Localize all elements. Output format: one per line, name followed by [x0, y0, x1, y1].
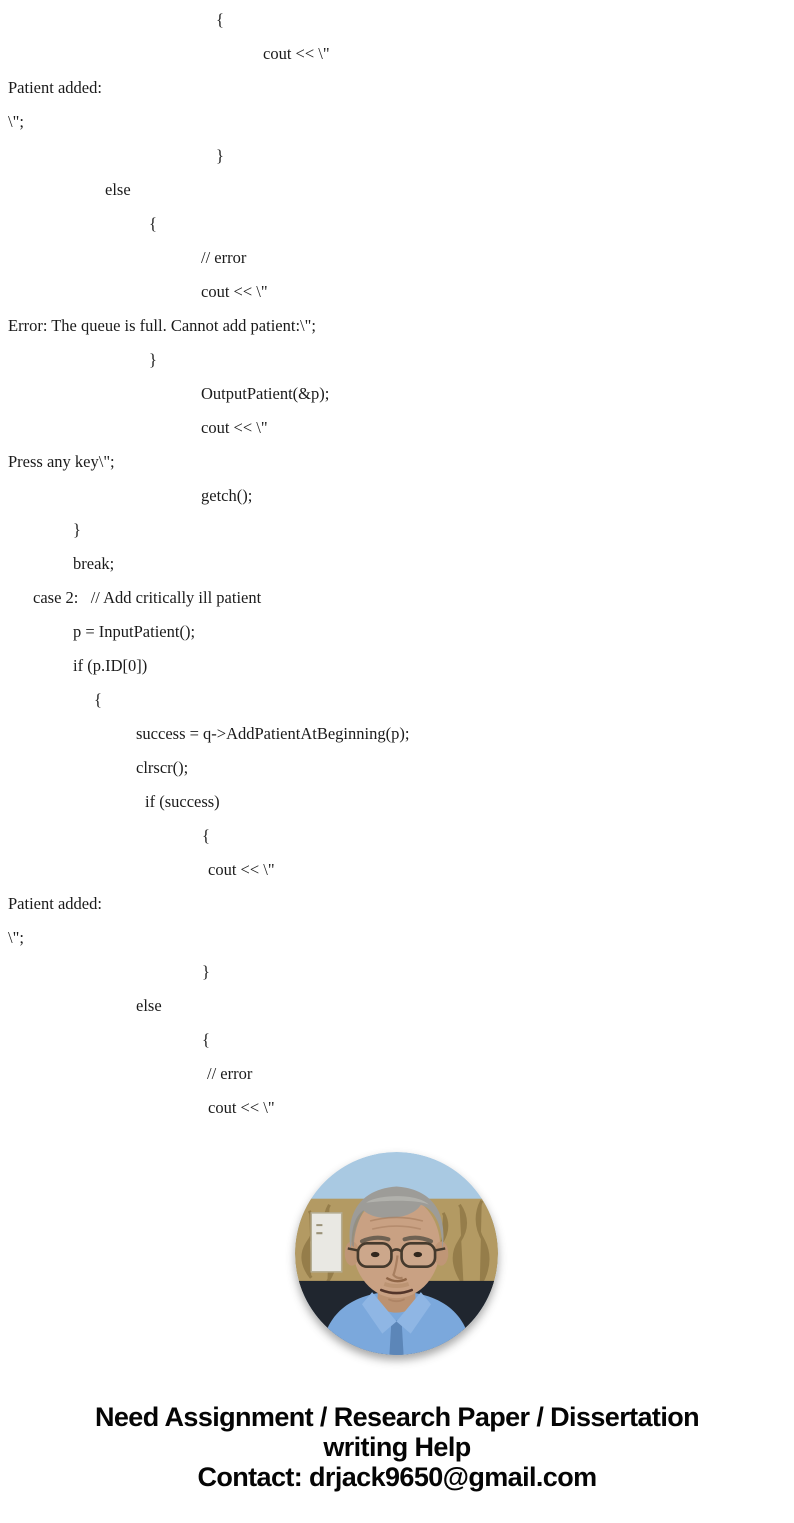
code-line: } — [202, 962, 210, 981]
code-line: cout << \" — [201, 282, 268, 301]
footer-contact-email: Contact: drjack9650@gmail.com — [197, 1462, 597, 1492]
footer-line-1: Need Assignment / Research Paper / Disse… — [94, 1402, 700, 1432]
code-line: success = q->AddPatientAtBeginning(p); — [136, 724, 410, 743]
footer-banner: Need Assignment / Research Paper / Disse… — [0, 1402, 794, 1492]
code-line: cout << \" — [201, 418, 268, 437]
code-line: Press any key\"; — [8, 452, 115, 471]
code-line: getch(); — [201, 486, 253, 505]
code-line: cout << \" — [263, 44, 330, 63]
code-line: else — [105, 180, 131, 199]
code-line: cout << \" — [208, 1098, 275, 1117]
code-line: cout << \" — [208, 860, 275, 879]
code-line: \"; — [8, 928, 24, 947]
code-line: { — [202, 826, 210, 845]
code-line: { — [149, 214, 157, 233]
presenter-avatar — [295, 1152, 498, 1355]
code-line: p = InputPatient(); — [73, 622, 196, 641]
code-line: } — [149, 350, 157, 369]
code-line: Error: The queue is full. Cannot add pat… — [8, 316, 316, 335]
code-line: // error — [201, 248, 247, 267]
code-line: else — [136, 996, 162, 1015]
code-block: { cout << \" Patient added: \";} else { // err… — [0, 3, 794, 1125]
code-line: Patient added: — [8, 894, 102, 913]
code-line: { — [94, 690, 102, 709]
code-line: } — [73, 520, 81, 539]
code-line: OutputPatient(&p); — [201, 384, 330, 403]
code-line: clrscr(); — [136, 758, 189, 777]
presenter-portrait-image — [295, 1152, 498, 1355]
code-line: } — [216, 146, 224, 165]
footer-line-2: writing Help — [323, 1432, 471, 1462]
code-line: case 2: // Add critically ill patient — [33, 588, 262, 607]
code-line: break; — [73, 554, 115, 573]
code-line: { — [216, 10, 224, 29]
code-line: Patient added: — [8, 78, 102, 97]
code-line: // error — [207, 1064, 253, 1083]
code-line: { — [202, 1030, 210, 1049]
code-line: if (success) — [145, 792, 220, 811]
code-line: \"; — [8, 112, 24, 131]
code-line: if (p.ID[0]) — [73, 656, 148, 675]
